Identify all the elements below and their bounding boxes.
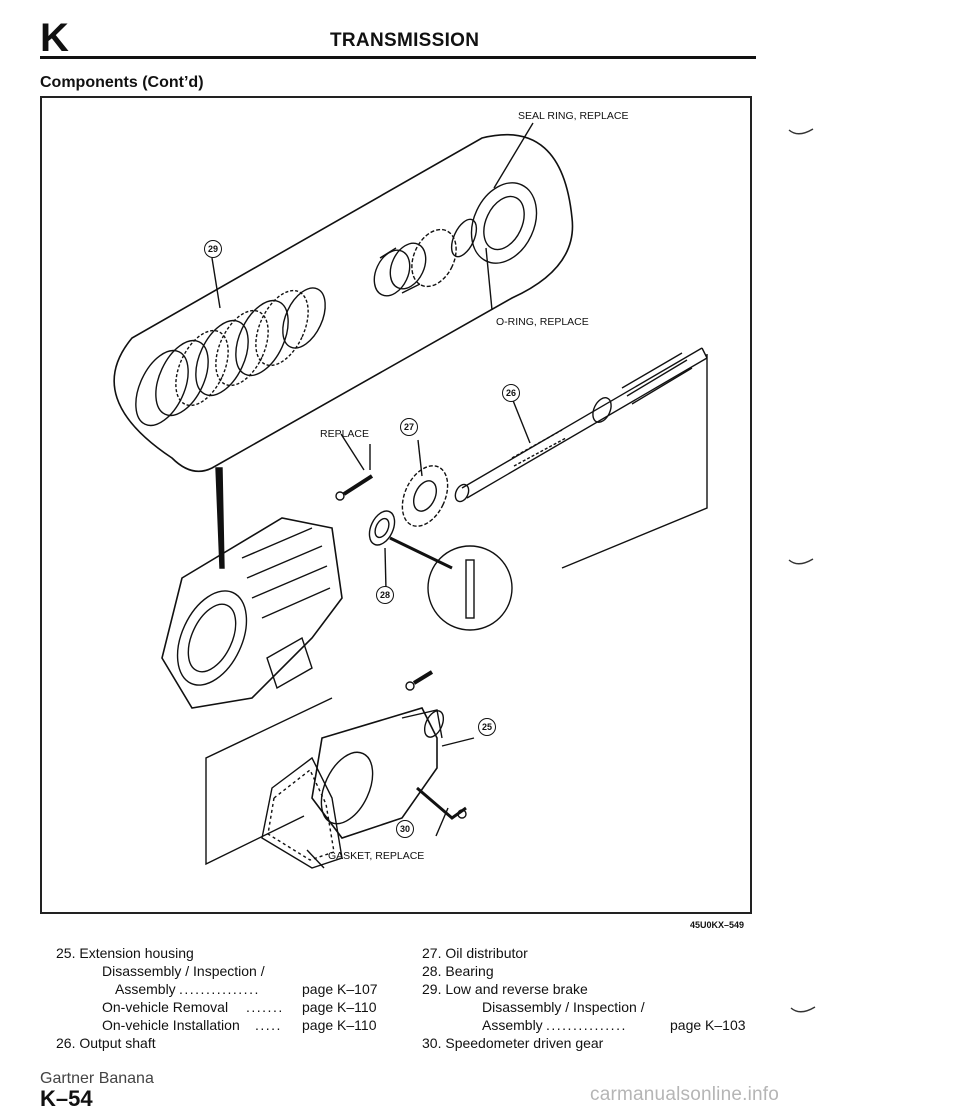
part-number-28: 28 — [376, 586, 394, 604]
part-number-25: 25 — [478, 718, 496, 736]
margin-tick-mark — [790, 1006, 816, 1013]
callout-seal-ring: SEAL RING, REPLACE — [518, 110, 629, 122]
legend-item-29-assembly-leader: ............... — [546, 1017, 627, 1033]
footer-source: Gartner Banana — [40, 1070, 154, 1087]
part-number-30: 30 — [396, 820, 414, 838]
legend-item-27: 27. Oil distributor — [422, 945, 528, 961]
part-number-26: 26 — [502, 384, 520, 402]
exploded-diagram-frame: SEAL RING, REPLACE O-RING, REPLACE REPLA… — [40, 96, 752, 914]
margin-tick-mark — [788, 128, 814, 135]
figure-code: 45U0KX–549 — [690, 920, 745, 930]
legend-right-column: 27. Oil distributor 28. Bearing 29. Low … — [422, 944, 762, 1064]
callout-o-ring: O-RING, REPLACE — [496, 316, 589, 328]
header-rule — [40, 56, 756, 59]
legend-left-column: 25. Extension housing Disassembly / Insp… — [56, 944, 396, 1064]
legend-item-25: 25. Extension housing — [56, 945, 194, 961]
legend-item-25-sub: Disassembly / Inspection / — [102, 963, 265, 979]
part-number-27: 27 — [400, 418, 418, 436]
legend-item-29-sub: Disassembly / Inspection / — [482, 999, 645, 1015]
legend-item-25-installation-leader: ..... — [255, 1017, 282, 1033]
legend-item-25-assembly-leader: ............... — [179, 981, 260, 997]
section-letter: K — [40, 16, 69, 60]
part-number-29: 29 — [204, 240, 222, 258]
legend-item-25-installation-label: On-vehicle Installation — [102, 1017, 240, 1033]
callout-gasket: GASKET, REPLACE — [328, 850, 425, 862]
legend-item-25-assembly-page: page K–107 — [302, 981, 378, 997]
callout-replace: REPLACE — [320, 428, 370, 440]
legend-item-29-assembly-label: Assembly — [482, 1017, 543, 1033]
margin-tick-mark — [788, 558, 814, 565]
page-number: K–54 — [40, 1086, 93, 1111]
legend-item-25-removal-page: page K–110 — [302, 999, 377, 1015]
exploded-view-illustration — [113, 122, 708, 869]
watermark-text: carmanualsonline.info — [590, 1084, 780, 1105]
legend-item-25-removal-leader: ....... — [246, 999, 284, 1015]
legend-item-29-assembly-page: page K–103 — [670, 1017, 746, 1033]
legend-item-25-removal-label: On-vehicle Removal — [102, 999, 229, 1015]
legend-item-26: 26. Output shaft — [56, 1035, 156, 1051]
legend-item-29: 29. Low and reverse brake — [422, 981, 588, 997]
legend-item-25-assembly-label: Assembly — [115, 981, 176, 997]
page-header-title: TRANSMISSION — [330, 30, 480, 51]
section-heading: Components (Cont’d) — [40, 74, 204, 91]
legend-item-28: 28. Bearing — [422, 963, 494, 979]
legend-item-30: 30. Speedometer driven gear — [422, 1035, 604, 1051]
legend-item-25-installation-page: page K–110 — [302, 1017, 377, 1033]
